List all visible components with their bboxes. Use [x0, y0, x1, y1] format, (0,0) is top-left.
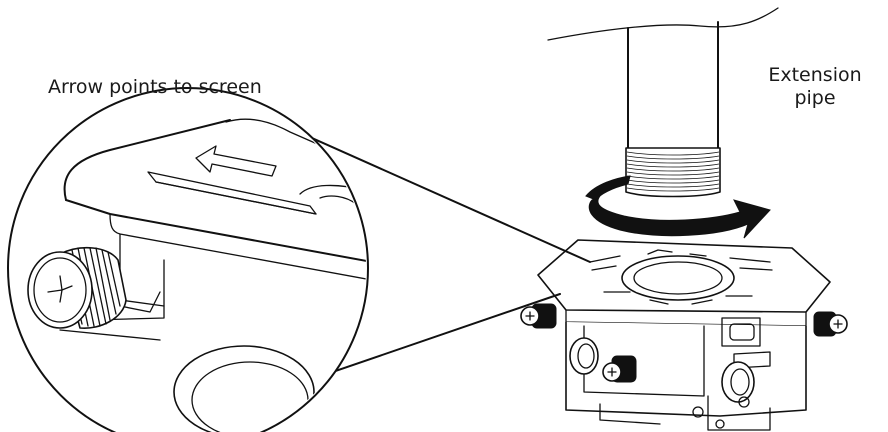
thumb-screw-front [602, 355, 637, 383]
extension-pipe-label: Extension pipe [760, 64, 870, 110]
screen-direction-arrow-icon [195, 145, 277, 177]
thumb-screw-right [813, 311, 848, 337]
rotation-arrow-icon [585, 175, 771, 239]
arrow-points-to-screen-label: Arrow points to screen [48, 76, 262, 98]
magnified-detail [7, 87, 369, 432]
extension-pipe-label-line2: pipe [794, 87, 836, 109]
pipe-threads [626, 151, 720, 192]
thumb-screw-left [520, 303, 557, 329]
thumb-screw-magnified [27, 246, 127, 329]
ceiling-mount-adapter [520, 239, 848, 431]
extension-pipe [547, 7, 779, 198]
extension-pipe-label-line1: Extension [768, 64, 862, 86]
